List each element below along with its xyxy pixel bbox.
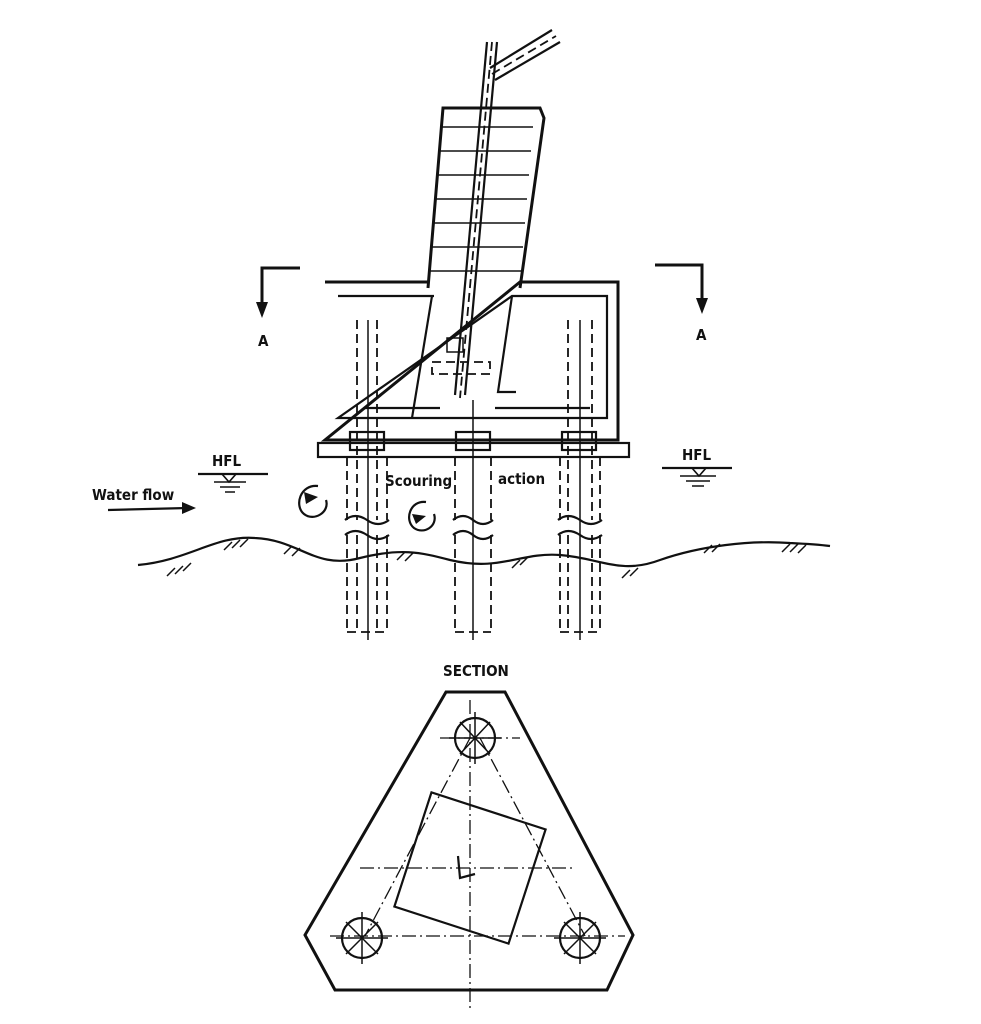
pile-left <box>344 320 390 640</box>
pile-plan-left <box>336 912 388 964</box>
pile-cap-reinforcement <box>334 294 609 420</box>
riverbed <box>137 536 831 579</box>
curved-arrow-icon <box>298 484 328 518</box>
eddy-center <box>408 500 436 532</box>
angle-mark <box>456 855 476 880</box>
hfl-label-right: HFL <box>682 446 712 464</box>
pile-cap <box>320 280 620 442</box>
section-title: SECTION <box>443 662 509 680</box>
water-level-triangle-icon <box>662 466 732 487</box>
ground-hatch <box>166 538 807 579</box>
arrow-down-icon <box>256 302 268 318</box>
anchor-plate <box>431 361 491 375</box>
water-flow-label: Water flow <box>92 486 174 504</box>
column-in-cap-left <box>410 295 434 419</box>
branch-pipe-axis <box>491 35 557 75</box>
hfl-marker-right: HFL <box>662 446 732 487</box>
branch-pipe-upper <box>489 29 553 69</box>
eddy-left <box>298 484 328 518</box>
curved-arrow-icon <box>408 500 436 532</box>
hfl-marker-left: HFL <box>198 452 268 493</box>
pipe-right-edge <box>463 41 499 396</box>
piles <box>344 320 603 640</box>
section-mark-left: A <box>256 266 300 350</box>
pile-plan-right <box>554 912 606 964</box>
pile-plan-top <box>449 712 501 764</box>
pipe-centerline <box>459 41 493 399</box>
column-in-cap-right <box>496 295 516 394</box>
section-label-left: A <box>258 332 269 350</box>
column-outline <box>426 106 546 289</box>
inclined-column <box>426 29 561 399</box>
pile-right <box>557 320 603 640</box>
triangular-pile-cap <box>303 690 635 992</box>
pile-cap-outline <box>320 280 620 442</box>
arrow-down-icon <box>696 298 708 314</box>
scouring-label: Scouring <box>385 472 452 490</box>
water-level-triangle-icon <box>198 472 268 493</box>
water-flow-indicator: Water flow <box>92 486 196 514</box>
column-stirrups <box>430 126 533 272</box>
pipe-left-edge <box>453 41 489 396</box>
pile-center <box>452 400 494 640</box>
hfl-label-left: HFL <box>212 452 242 470</box>
anchor-bolt-head <box>446 337 464 353</box>
section-view: SECTION <box>303 662 635 1010</box>
branch-pipe-lower <box>494 41 561 81</box>
action-label: action <box>498 470 545 488</box>
section-mark-right: A <box>655 263 708 344</box>
column-section <box>393 791 547 945</box>
ground-line <box>137 536 831 568</box>
arrow-right-icon <box>107 502 196 514</box>
elevation-view: A A <box>92 29 831 640</box>
section-label-right: A <box>696 326 707 344</box>
